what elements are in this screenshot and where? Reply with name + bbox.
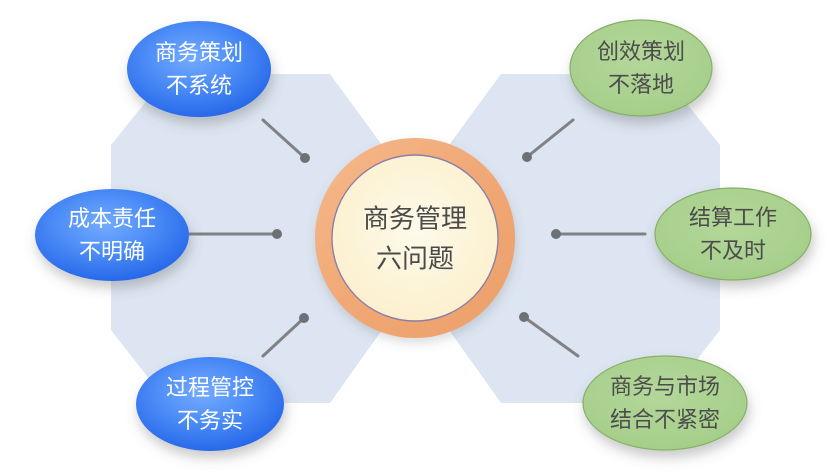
center-hub-label-line1: 商务管理 <box>363 205 467 235</box>
node-business-market-integration-label-line1: 商务与市场 <box>610 375 720 400</box>
connector-endpoint-dot <box>551 229 561 239</box>
node-settlement-work-shape <box>654 187 812 281</box>
node-business-planning-shape <box>127 21 271 117</box>
node-business-market-integration-label-line2: 结合不紧密 <box>610 408 720 433</box>
node-creative-effect-planning-label-line1: 创效策划 <box>597 40 685 65</box>
connector-line <box>522 315 580 358</box>
node-process-control-shape <box>136 357 284 451</box>
node-cost-responsibility-label-line1: 成本责任 <box>68 207 156 232</box>
center-hub-inner <box>331 154 499 322</box>
node-settlement-work-label-line2: 不及时 <box>700 239 766 264</box>
connector-node-bottom-left <box>261 313 309 358</box>
node-creative-effect-planning-label-line2: 不落地 <box>608 73 674 98</box>
backdrop-layer <box>111 74 720 403</box>
connector-line <box>261 316 306 358</box>
right-backdrop-polygon <box>449 74 720 403</box>
left-backdrop-polygon <box>111 74 382 403</box>
node-creative-effect-planning-shape <box>569 19 713 117</box>
node-cost-responsibility-label-line2: 不明确 <box>79 240 145 265</box>
connector-node-top-left <box>261 118 310 163</box>
node-settlement-work-label-line1: 结算工作 <box>689 206 777 231</box>
connector-endpoint-dot <box>522 152 532 162</box>
node-process-control-label-line2: 不务实 <box>177 409 243 434</box>
connector-line <box>261 118 307 160</box>
center-hub[interactable]: 商务管理 六问题 <box>315 138 515 338</box>
node-process-control-label-line1: 过程管控 <box>166 376 254 401</box>
node-business-planning-label-line1: 商务策划 <box>155 41 243 66</box>
connector-node-top-right <box>522 118 575 162</box>
connector-layer <box>188 118 647 358</box>
node-business-market-integration-shape <box>582 355 748 451</box>
connector-node-mid-right <box>551 229 647 239</box>
connector-node-mid-left <box>188 229 282 239</box>
connector-endpoint-dot <box>299 313 309 323</box>
connector-endpoint-dot <box>300 153 310 163</box>
connector-line <box>525 118 575 159</box>
node-business-planning-label-line2: 不系统 <box>166 74 232 99</box>
connector-node-bottom-right <box>519 312 580 358</box>
connector-endpoint-dot <box>519 312 529 322</box>
node-cost-responsibility-shape <box>35 189 189 281</box>
center-hub-label-line2: 六问题 <box>376 245 454 275</box>
connector-endpoint-dot <box>272 229 282 239</box>
